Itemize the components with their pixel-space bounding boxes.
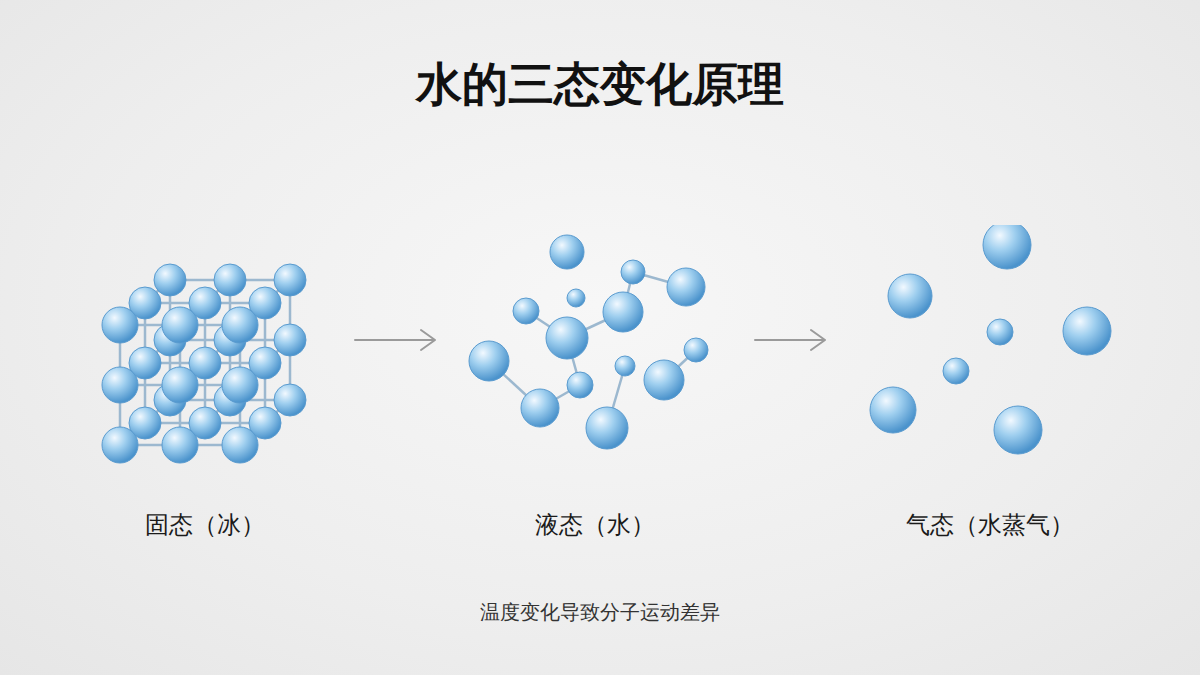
state-label: 气态（水蒸气） — [855, 507, 1125, 543]
state-label: 液态（水） — [465, 507, 725, 543]
diagram-caption: 温度变化导致分子运动差异 — [0, 598, 1200, 626]
state-node: 液态（水） — [465, 225, 725, 550]
transition-arrow — [755, 330, 825, 350]
state-node: 气态（水蒸气） — [855, 225, 1125, 550]
transition-arrow — [355, 330, 435, 350]
ice-lattice — [85, 225, 325, 475]
state-label: 固态（冰） — [85, 507, 325, 543]
state-node: 固态（冰） — [85, 225, 325, 550]
gas-molecules — [855, 225, 1125, 475]
liquid-molecules — [465, 225, 725, 475]
diagram-title: 水的三态变化原理 — [0, 52, 1200, 116]
